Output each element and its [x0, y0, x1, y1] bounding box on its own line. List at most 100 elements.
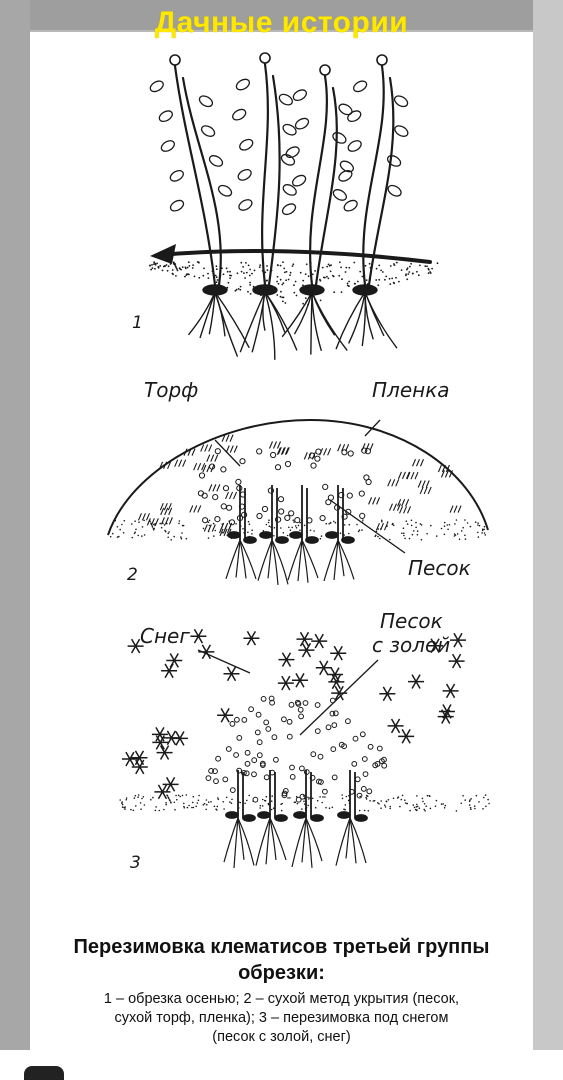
clematis-stem	[314, 86, 338, 287]
soil-dot	[326, 275, 328, 278]
soil-dot	[156, 262, 159, 265]
sand-grain	[346, 492, 353, 499]
soil-dot	[185, 537, 188, 540]
soil-dot	[454, 523, 456, 525]
soil-dot	[409, 265, 411, 268]
soil-dot	[348, 523, 351, 526]
peat-hatch	[212, 484, 217, 492]
soil-dot	[377, 535, 379, 538]
soil-dot	[311, 273, 314, 276]
soil-dot	[341, 278, 343, 281]
sand-ash-grain	[215, 755, 222, 762]
pruning-cut-arrow	[158, 248, 432, 264]
clematis-stem	[261, 62, 269, 287]
soil-dot	[179, 795, 181, 798]
leaf	[169, 199, 185, 212]
soil-dot	[134, 794, 137, 797]
peat-hatch	[233, 491, 238, 500]
soil-dot	[328, 807, 331, 809]
sand-ash-grain	[281, 790, 288, 797]
peat-hatch	[159, 502, 164, 511]
peat-hatch	[368, 497, 373, 505]
peat-hatch	[284, 447, 289, 455]
soil-dot	[403, 532, 405, 534]
root	[239, 539, 247, 579]
soil-dot	[135, 805, 137, 807]
leaf	[386, 155, 402, 167]
peat-hatch	[303, 452, 308, 460]
soil-dot	[151, 264, 153, 266]
soil-dot	[372, 800, 375, 802]
bud	[310, 814, 324, 822]
sand-grain	[319, 515, 326, 522]
soil-dot	[225, 796, 228, 799]
soil-dot	[392, 797, 395, 800]
soil-dot	[410, 262, 412, 265]
soil-dot	[284, 302, 287, 304]
soil-dot	[174, 808, 176, 811]
snowflake-stroke	[175, 731, 185, 746]
soil-dot	[262, 530, 265, 532]
soil-dot	[152, 523, 155, 526]
soil-dot	[314, 270, 316, 272]
leaf	[394, 125, 409, 137]
soil-dot	[484, 534, 487, 536]
soil-dot	[292, 519, 295, 521]
sand-ash-label-line2: с золой	[372, 633, 450, 657]
sand-ash-grain	[289, 764, 295, 771]
soil-dot	[215, 276, 218, 279]
sand-ash-grain	[329, 710, 336, 717]
soil-dot	[243, 272, 245, 274]
snowflake-stroke	[430, 638, 440, 654]
soil-dot	[266, 279, 268, 282]
peat-hatch	[197, 462, 202, 471]
soil-dot	[188, 265, 191, 267]
soil-dot	[289, 529, 292, 531]
soil-dot	[266, 265, 268, 267]
sand-grain	[325, 499, 332, 506]
bud	[259, 531, 273, 539]
soil-dot	[357, 530, 360, 533]
soil-dot	[373, 799, 376, 802]
soil-dot	[415, 521, 417, 524]
sand-ash-grain	[376, 745, 383, 752]
soil-dot	[381, 520, 383, 523]
caption-text-line1: 1 – обрезка осенью; 2 – сухой метод укры…	[103, 991, 460, 1007]
soil-dot	[293, 801, 296, 804]
sand-grain	[288, 510, 295, 517]
soil-dot	[324, 796, 326, 798]
bud	[354, 814, 368, 822]
soil-dot	[163, 524, 166, 526]
sand-grain	[256, 512, 263, 520]
soil-dot	[417, 274, 420, 277]
soil-dot	[154, 267, 156, 270]
peat-hatch	[216, 484, 221, 492]
soil-dot	[319, 299, 322, 302]
root	[305, 817, 323, 862]
soil-dot	[380, 519, 383, 522]
root	[235, 539, 241, 578]
leaf	[347, 110, 362, 123]
soil-dot	[151, 267, 154, 269]
leaf	[281, 203, 297, 216]
soil-dot	[411, 272, 414, 275]
soil-dot	[283, 271, 286, 274]
root	[301, 817, 307, 863]
soil-dot	[316, 799, 319, 802]
soil-dot	[282, 300, 284, 303]
soil-dot	[446, 524, 449, 526]
soil-dot	[125, 797, 128, 799]
soil-dot	[454, 534, 457, 536]
sand-ash-grain	[299, 765, 305, 772]
soil-dot	[478, 801, 480, 803]
soil-dot	[294, 525, 297, 527]
soil-dot	[287, 278, 290, 281]
soil-dot	[216, 805, 219, 808]
sand-ash-grain	[233, 752, 240, 758]
snowflake-stroke	[281, 675, 291, 691]
soil-dot	[268, 519, 270, 521]
soil-dot	[293, 521, 295, 523]
sand-ash-grain	[269, 699, 276, 706]
soil-dot	[293, 291, 296, 294]
